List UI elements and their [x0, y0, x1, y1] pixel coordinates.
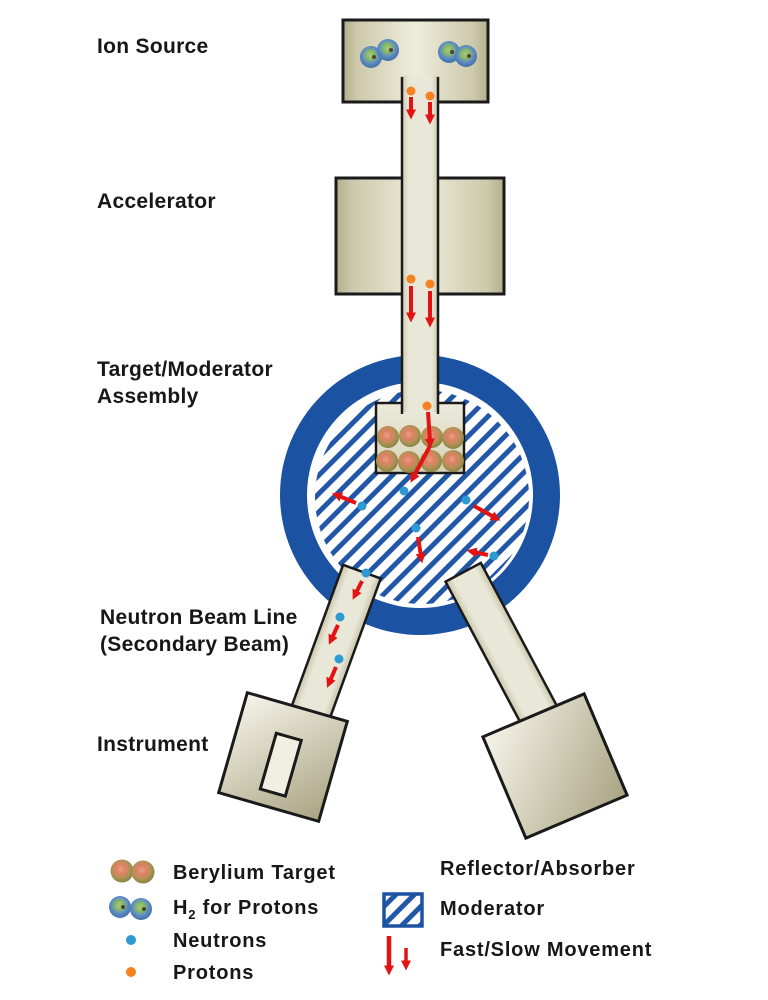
neutron-dot: [489, 551, 499, 561]
deflected-arrow: [410, 445, 432, 483]
legend-fast-slow-swatch: [384, 936, 411, 976]
legend-protons-label: Protons: [173, 962, 255, 984]
neutron-arrow: [332, 492, 357, 505]
label-neutron-beam-line1: Neutron Beam Line: [100, 606, 298, 629]
legend-neutrons-label: Neutrons: [173, 930, 268, 952]
neutron-dot: [461, 495, 471, 505]
proton-dot: [425, 91, 435, 101]
neutron-arrow: [415, 536, 426, 564]
protons: [406, 86, 435, 411]
legend-proton-swatch: [126, 967, 136, 977]
neutron-arrow: [352, 580, 364, 600]
label-neutron-beam-line: Neutron Beam Line (Secondary Beam): [100, 604, 298, 658]
left-instrument: [216, 690, 350, 824]
neutron-dot: [361, 568, 371, 578]
label-target-moderator-line2: Assembly: [97, 385, 199, 408]
neutron-dot: [335, 612, 345, 622]
legend-moderator-swatch: [382, 892, 424, 928]
legend-berylium-swatch: [110, 859, 155, 884]
h2-molecule: [360, 39, 399, 68]
h2-molecule: [438, 41, 477, 67]
legend-neutron-swatch: [126, 935, 136, 945]
legend-reflector-label: Reflector/Absorber: [440, 858, 636, 880]
legend-moderator-label: Moderator: [440, 898, 545, 920]
movement-arrows: [326, 97, 501, 688]
neutron-arrow: [326, 666, 338, 688]
legend-h2-label: H2 for Protons: [173, 897, 320, 922]
neutron-arrow: [328, 624, 340, 645]
label-target-moderator-line1: Target/Moderator: [97, 358, 273, 381]
proton-arrow: [424, 411, 435, 449]
right-instrument: [480, 691, 630, 841]
legend-fast-slow-label: Fast/Slow Movement: [440, 939, 653, 961]
label-neutron-beam-line2: (Secondary Beam): [100, 633, 290, 656]
neutron-dot: [399, 486, 409, 496]
beam-tube: [400, 76, 440, 414]
label-accelerator: Accelerator: [97, 190, 216, 213]
neutron-arrow: [466, 547, 489, 558]
proton-dot: [406, 86, 416, 96]
proton-dot: [425, 279, 435, 289]
neutrons: [334, 486, 499, 664]
proton-dot: [422, 401, 432, 411]
label-instrument: Instrument: [97, 733, 209, 756]
legend-h2-swatch: [109, 896, 152, 920]
proton-dot: [406, 274, 416, 284]
label-target-moderator: Target/Moderator Assembly: [97, 356, 273, 410]
beryllium-target-atoms: [376, 425, 464, 473]
neutron-arrow: [473, 504, 501, 521]
neutron-dot: [411, 523, 421, 533]
label-ion-source: Ion Source: [97, 35, 209, 58]
neutron-dot: [357, 501, 367, 511]
neutron-dot: [334, 654, 344, 664]
instrument-slot: [258, 731, 304, 799]
legend-berylium-label: Berylium Target: [173, 862, 336, 884]
